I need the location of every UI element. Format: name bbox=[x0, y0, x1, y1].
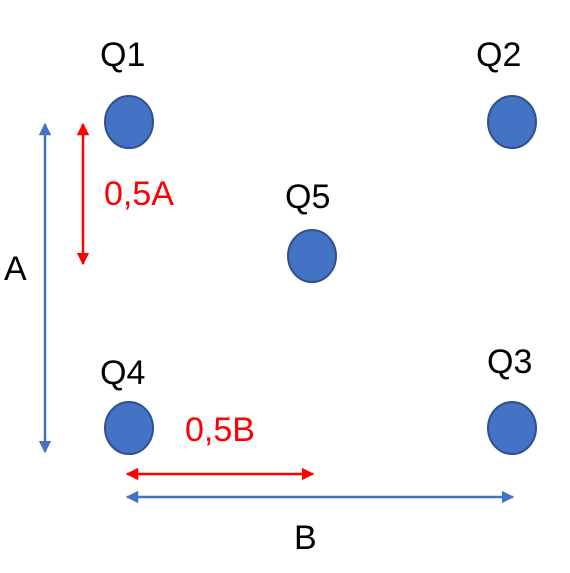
charge-q4 bbox=[104, 401, 154, 455]
charge-q1 bbox=[104, 95, 154, 149]
charge-q5 bbox=[287, 229, 337, 283]
charge-q1-label: Q1 bbox=[100, 36, 145, 74]
charge-q4-label: Q4 bbox=[100, 354, 145, 392]
charge-q3 bbox=[487, 401, 537, 455]
half-b-dimension-label: 0,5B bbox=[185, 411, 255, 449]
charge-q5-label: Q5 bbox=[285, 178, 330, 216]
half-a-dimension-label: 0,5A bbox=[104, 175, 174, 213]
charge-q2 bbox=[487, 95, 537, 149]
a-dimension-label: A bbox=[4, 250, 27, 288]
b-dimension-label: B bbox=[294, 519, 317, 557]
charge-q2-label: Q2 bbox=[476, 36, 521, 74]
charge-q3-label: Q3 bbox=[487, 343, 532, 381]
